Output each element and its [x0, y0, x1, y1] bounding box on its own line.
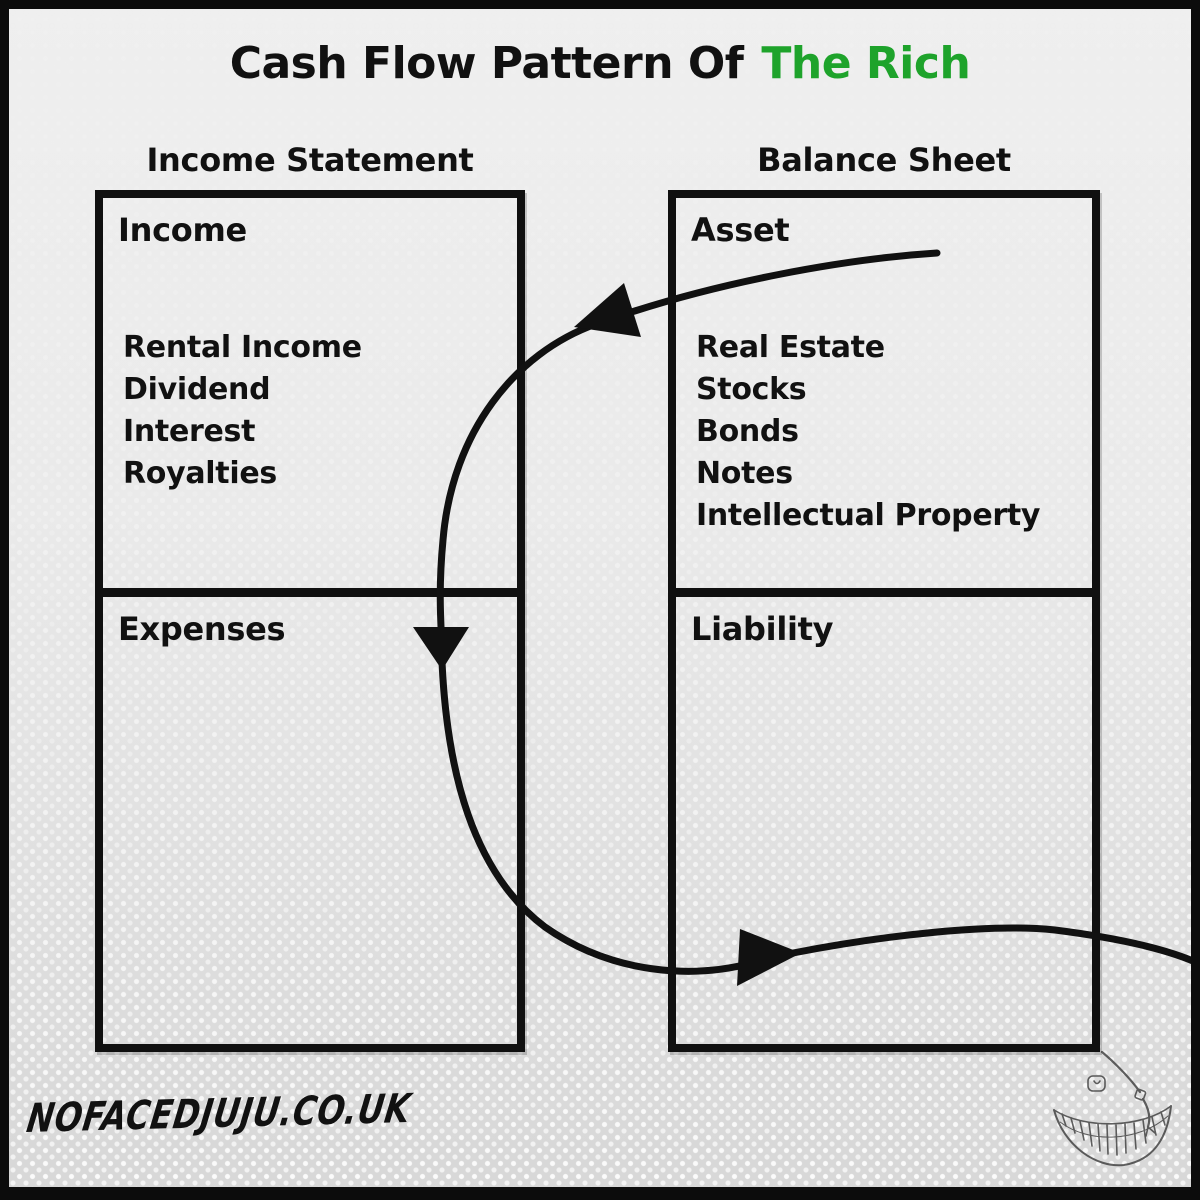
list-item: Notes	[696, 456, 793, 491]
page-title: Cash Flow Pattern Of The Rich	[0, 38, 1200, 89]
income-statement-header: Income Statement	[146, 141, 474, 179]
website-watermark: NOFACEDJUJU.CO.UK	[24, 1086, 414, 1142]
list-item: Rental Income	[123, 330, 362, 365]
mascot-elbow-joint	[1134, 1088, 1147, 1101]
list-item: Bonds	[696, 414, 799, 449]
grinning-face-doodle	[1053, 1050, 1172, 1167]
liability-section: Liability	[676, 597, 1092, 1044]
list-item: Interest	[123, 414, 256, 449]
title-highlight: The Rich	[761, 38, 971, 89]
balance-sheet-header: Balance Sheet	[757, 141, 1011, 179]
title-main: Cash Flow Pattern Of	[229, 38, 744, 89]
arrowhead-into-income	[574, 283, 641, 337]
mascot-lower-lip	[1053, 1105, 1172, 1167]
list-item: Intellectual Property	[696, 498, 1041, 533]
liability-label: Liability	[691, 610, 834, 648]
list-item: Dividend	[123, 372, 271, 407]
list-item: Real Estate	[696, 330, 885, 365]
list-item: Stocks	[696, 372, 807, 407]
list-item: Royalties	[123, 456, 277, 491]
expenses-section: Expenses	[103, 597, 517, 1044]
asset-label: Asset	[691, 211, 790, 249]
expenses-label: Expenses	[118, 610, 286, 648]
mascot-arm	[1100, 1050, 1142, 1094]
income-label: Income	[118, 211, 247, 249]
mascot-pupil	[1093, 1080, 1101, 1085]
